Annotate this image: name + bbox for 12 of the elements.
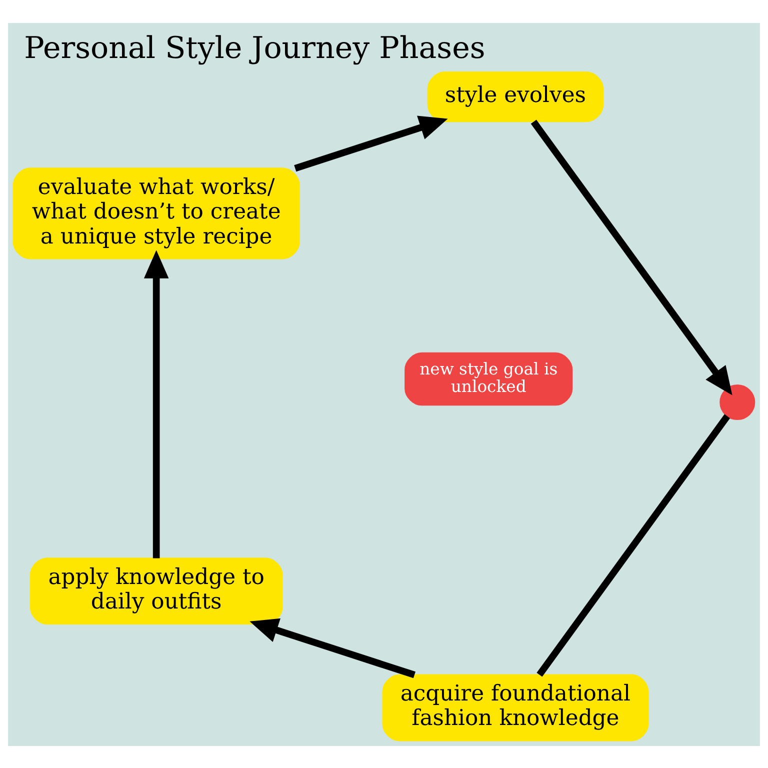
- node-circle: [720, 384, 756, 420]
- node-box: acquire foundational fashion knowledge: [382, 674, 649, 741]
- diagram-title: Personal Style Journey Phases: [24, 30, 486, 66]
- arrow: [250, 618, 416, 678]
- node-box: evaluate what works/ what doesn’t to create a unique style recipe: [12, 167, 300, 259]
- arrow: [530, 119, 732, 395]
- node-box: new style goal is unlocked: [404, 352, 573, 406]
- arrow: [144, 250, 169, 558]
- node-box: style evolves: [427, 71, 604, 122]
- node-box: apply knowledge to daily outfits: [30, 557, 283, 624]
- arrow: [294, 115, 448, 172]
- connector: [536, 414, 730, 676]
